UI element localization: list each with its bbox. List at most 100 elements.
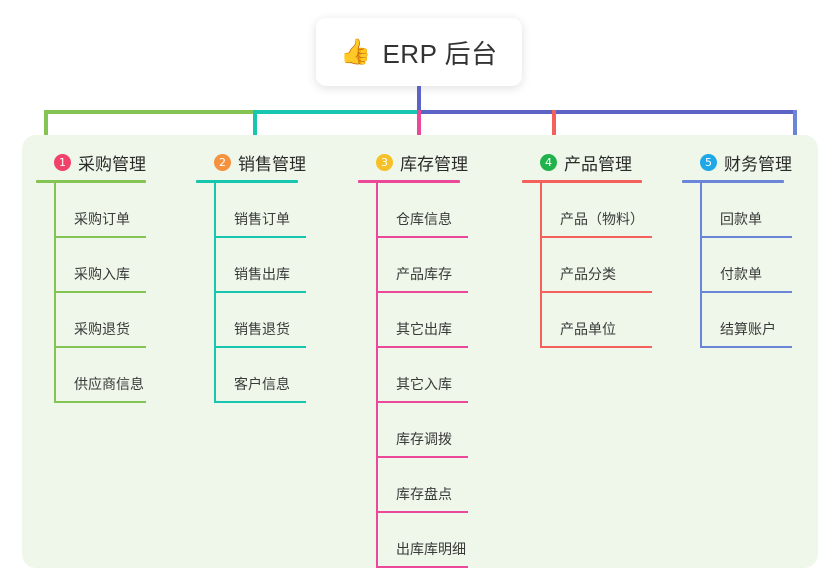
branch-number-badge: 5 <box>700 153 717 171</box>
branch-item-rule <box>540 346 652 348</box>
branch-item-label: 仓库信息 <box>396 211 452 227</box>
branch-items: 回款单付款单结算账户 <box>700 183 827 348</box>
branch-item-rule <box>376 401 468 403</box>
branch-item[interactable]: 产品库存 <box>376 238 508 293</box>
branch-item[interactable]: 销售订单 <box>214 183 346 238</box>
branch-item-rule <box>540 291 652 293</box>
branch-items: 销售订单销售出库销售退货客户信息 <box>214 183 346 403</box>
branch-item[interactable]: 采购退货 <box>54 293 186 348</box>
branch-item-label: 销售出库 <box>234 266 290 282</box>
branch-title: 采购管理 <box>78 154 146 174</box>
branch-item-label: 产品单位 <box>560 321 616 337</box>
branch-header-rule <box>682 180 784 183</box>
branch-item[interactable]: 回款单 <box>700 183 827 238</box>
branch-item-label: 采购入库 <box>74 266 130 282</box>
branch-item-label: 产品（物料） <box>560 211 644 227</box>
branch-item-rule <box>214 236 306 238</box>
branch-item[interactable]: 产品（物料） <box>540 183 672 238</box>
branch-item-rule <box>54 346 146 348</box>
branch-item-label: 供应商信息 <box>74 376 144 392</box>
branch-header-2[interactable]: 2 销售管理 <box>196 148 346 176</box>
branch-number-badge: 1 <box>54 153 71 171</box>
branch-item-rule <box>540 236 652 238</box>
branch-item[interactable]: 销售出库 <box>214 238 346 293</box>
branch-item[interactable]: 仓库信息 <box>376 183 508 238</box>
branch-item[interactable]: 库存盘点 <box>376 458 508 513</box>
branch-item-label: 库存盘点 <box>396 486 452 502</box>
branch-item[interactable]: 采购入库 <box>54 238 186 293</box>
branch-item[interactable]: 出库库明细 <box>376 513 508 568</box>
branch-number-badge: 3 <box>376 153 393 171</box>
branch-item[interactable]: 其它入库 <box>376 348 508 403</box>
branch-item-label: 付款单 <box>720 266 762 282</box>
branch-item-rule <box>54 401 146 403</box>
branch-item[interactable]: 采购订单 <box>54 183 186 238</box>
branch-item-rule <box>700 346 792 348</box>
branch-item[interactable]: 库存调拨 <box>376 403 508 458</box>
branch-column-4: 4 产品管理产品（物料） 产品分类产品单位 <box>522 148 672 348</box>
branch-item-label: 产品库存 <box>396 266 452 282</box>
branch-item-rule <box>376 566 468 568</box>
branch-items: 产品（物料） 产品分类产品单位 <box>540 183 672 348</box>
branch-title: 库存管理 <box>400 154 468 174</box>
branch-item[interactable]: 产品分类 <box>540 238 672 293</box>
branch-number-badge: 2 <box>214 153 231 171</box>
branch-spine-line <box>540 183 542 348</box>
branch-item-label: 回款单 <box>720 211 762 227</box>
branch-column-2: 2 销售管理销售订单销售出库销售退货客户信息 <box>196 148 346 403</box>
branch-item-rule <box>700 291 792 293</box>
branch-header-5[interactable]: 5 财务管理 <box>682 148 827 176</box>
branch-header-1[interactable]: 1 采购管理 <box>36 148 186 176</box>
branch-item-rule <box>376 291 468 293</box>
branch-header-rule <box>196 180 298 183</box>
branch-header-3[interactable]: 3 库存管理 <box>358 148 508 176</box>
root-node[interactable]: 👍 ERP 后台 <box>316 18 522 86</box>
branch-item-rule <box>376 511 468 513</box>
branches-panel: 1 采购管理采购订单采购入库采购退货供应商信息 2 销售管理销售订单销售出库销售退货客… <box>22 135 818 568</box>
branch-item[interactable]: 其它出库 <box>376 293 508 348</box>
branch-items: 采购订单采购入库采购退货供应商信息 <box>54 183 186 403</box>
branch-title: 销售管理 <box>238 154 306 174</box>
branch-item-rule <box>376 346 468 348</box>
branch-item-rule <box>376 236 468 238</box>
branch-item-label: 库存调拨 <box>396 431 452 447</box>
branch-item-label: 产品分类 <box>560 266 616 282</box>
branch-item-label: 采购退货 <box>74 321 130 337</box>
branch-title: 财务管理 <box>724 154 792 174</box>
branch-item-label: 出库库明细 <box>396 541 466 557</box>
branch-item-label: 其它入库 <box>396 376 452 392</box>
branch-item[interactable]: 销售退货 <box>214 293 346 348</box>
branch-items: 仓库信息产品库存其它出库其它入库库存调拨库存盘点出库库明细 <box>376 183 508 568</box>
branch-item-label: 销售退货 <box>234 321 290 337</box>
branch-item-rule <box>214 346 306 348</box>
branch-column-3: 3 库存管理仓库信息产品库存其它出库其它入库库存调拨库存盘点出库库明细 <box>358 148 508 568</box>
branch-item-rule <box>376 456 468 458</box>
branch-item-label: 其它出库 <box>396 321 452 337</box>
branch-column-5: 5 财务管理回款单付款单结算账户 <box>682 148 827 348</box>
branch-spine-line <box>700 183 702 348</box>
branch-item-rule <box>214 291 306 293</box>
branch-item-label: 结算账户 <box>720 321 776 337</box>
branch-item[interactable]: 付款单 <box>700 238 827 293</box>
branch-item-rule <box>54 236 146 238</box>
branch-spine-line <box>54 183 56 403</box>
thumbs-up-icon: 👍 <box>340 37 372 66</box>
branch-item-label: 采购订单 <box>74 211 130 227</box>
branch-header-4[interactable]: 4 产品管理 <box>522 148 672 176</box>
branch-number-badge: 4 <box>540 153 557 171</box>
branch-spine-line <box>214 183 216 403</box>
branch-spine-line <box>376 183 378 568</box>
branch-item[interactable]: 产品单位 <box>540 293 672 348</box>
branch-item-rule <box>54 291 146 293</box>
branch-item[interactable]: 客户信息 <box>214 348 346 403</box>
branch-item[interactable]: 供应商信息 <box>54 348 186 403</box>
branch-item-rule <box>214 401 306 403</box>
branch-header-rule <box>522 180 642 183</box>
branch-title: 产品管理 <box>564 154 632 174</box>
branch-header-rule <box>358 180 460 183</box>
root-title: ERP 后台 <box>382 38 498 69</box>
branch-item-rule <box>700 236 792 238</box>
branch-item[interactable]: 结算账户 <box>700 293 827 348</box>
branch-item-label: 销售订单 <box>234 211 290 227</box>
